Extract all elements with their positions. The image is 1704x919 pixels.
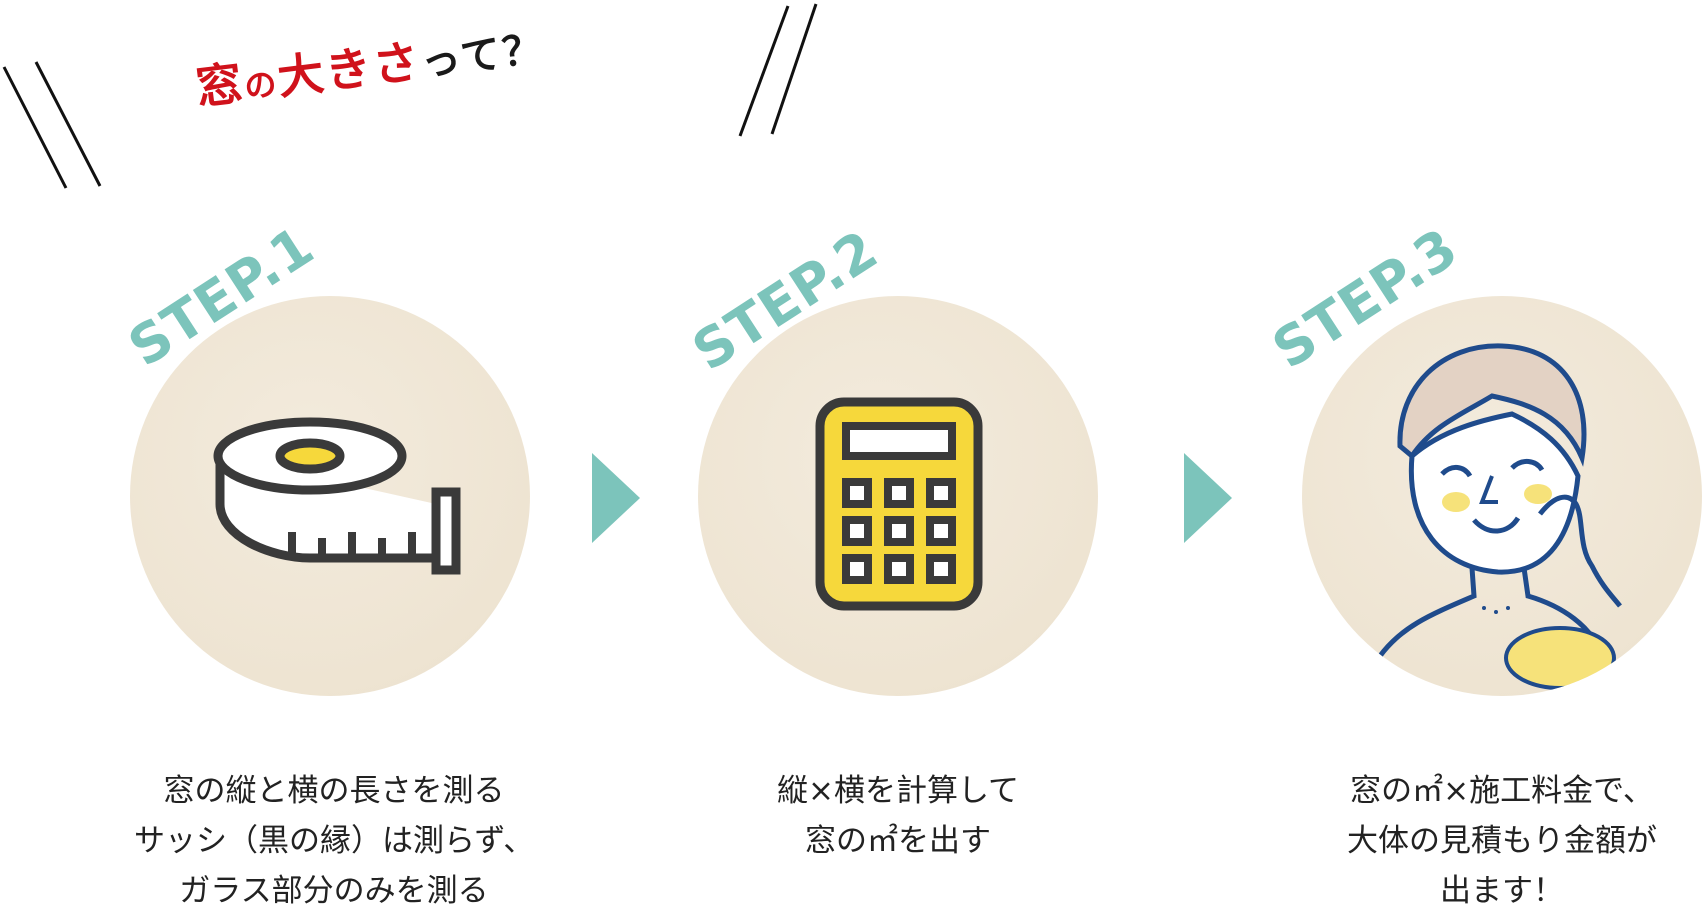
- smiling-woman-illustration: [1377, 343, 1622, 690]
- step-1-description: 窓の縦と横の長さを測る サッシ（黒の縁）は測らず、 ガラス部分のみを測る: [134, 766, 534, 916]
- tape-measure-icon: [213, 417, 461, 575]
- next-arrow-1: [592, 453, 640, 543]
- title-window: 窓: [193, 55, 248, 116]
- step-1-line-1: 窓の縦と横の長さを測る: [163, 773, 505, 809]
- step-3-circle: [1302, 296, 1702, 696]
- step-2-line-1: 縦×横を計算して: [776, 773, 1020, 809]
- step-1-line-2: サッシ（黒の縁）は測らず、: [134, 823, 535, 859]
- calculator-icon: [815, 397, 983, 611]
- step-3-line-3: 出ます！: [1440, 873, 1564, 909]
- step-2-circle: [698, 296, 1098, 696]
- step-1-line-3: ガラス部分のみを測る: [179, 873, 489, 909]
- step-3-line-2: 大体の見積もり金額が: [1347, 823, 1657, 859]
- next-arrow-2: [1184, 453, 1232, 543]
- step-1-circle: [130, 296, 530, 696]
- step-2-description: 縦×横を計算して 窓の㎡を出す: [698, 766, 1098, 866]
- title-no: の: [242, 64, 281, 107]
- step-2-line-2: 窓の㎡を出す: [805, 823, 991, 859]
- title-question: って？: [418, 25, 547, 87]
- step-3-description: 窓の㎡×施工料金で、 大体の見積もり金額が 出ます！: [1302, 766, 1702, 916]
- step-3-line-1: 窓の㎡×施工料金で、: [1350, 773, 1654, 809]
